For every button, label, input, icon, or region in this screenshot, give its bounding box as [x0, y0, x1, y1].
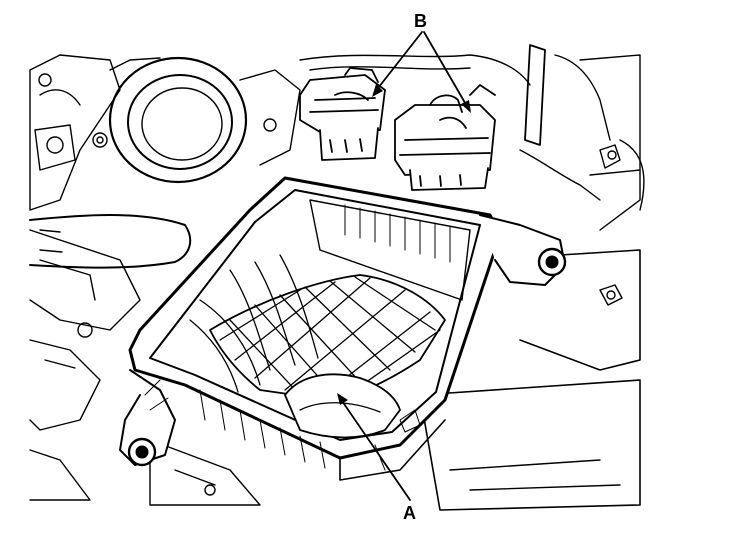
leader-arrowheads — [337, 84, 471, 405]
connector-b-left — [299, 67, 386, 161]
callout-a-label: A — [403, 503, 416, 523]
leader-lines[interactable] — [339, 31, 469, 501]
air-filter-element — [189, 254, 446, 439]
engine-background — [29, 44, 645, 511]
connector-b-right — [394, 84, 496, 191]
leader-b-left — [374, 31, 423, 93]
leader-b-right — [423, 31, 469, 109]
callout-b-label: B — [414, 11, 427, 31]
leader-a — [339, 397, 411, 501]
